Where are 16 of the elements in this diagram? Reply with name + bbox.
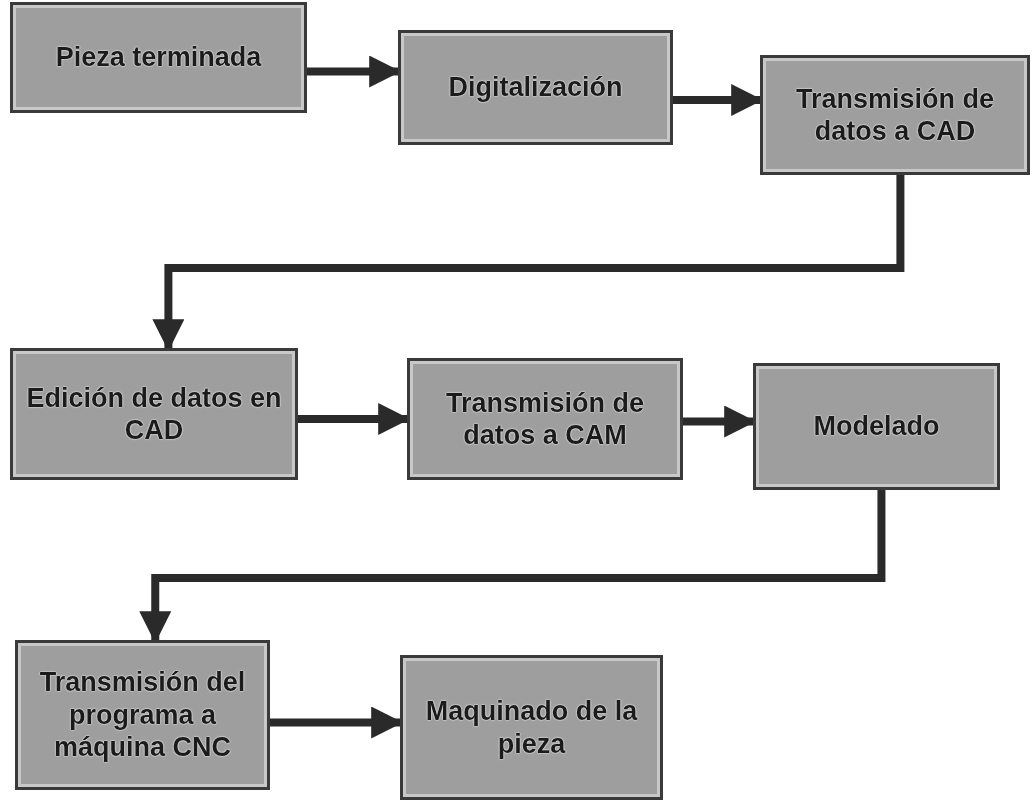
process-box bbox=[15, 640, 270, 790]
box-label: Maquinado de la pieza bbox=[424, 695, 639, 760]
box-label: Transmisión de datos a CAM bbox=[444, 386, 646, 452]
box-label: Digitalización bbox=[448, 71, 623, 104]
process-box bbox=[10, 2, 307, 113]
process-box bbox=[10, 348, 298, 480]
process-box bbox=[398, 30, 673, 145]
box-label: Modelado bbox=[813, 410, 940, 443]
process-box bbox=[760, 55, 1030, 175]
box-label: Transmisión de datos a CAD bbox=[794, 82, 996, 148]
box-label: Edición de datos en CAD bbox=[25, 381, 283, 447]
box-label: Transmisión del programa a máquina CNC bbox=[38, 666, 247, 764]
process-box bbox=[407, 358, 683, 480]
box-label: Pieza terminada bbox=[55, 41, 262, 74]
process-box bbox=[753, 363, 1000, 490]
process-box bbox=[400, 655, 663, 800]
